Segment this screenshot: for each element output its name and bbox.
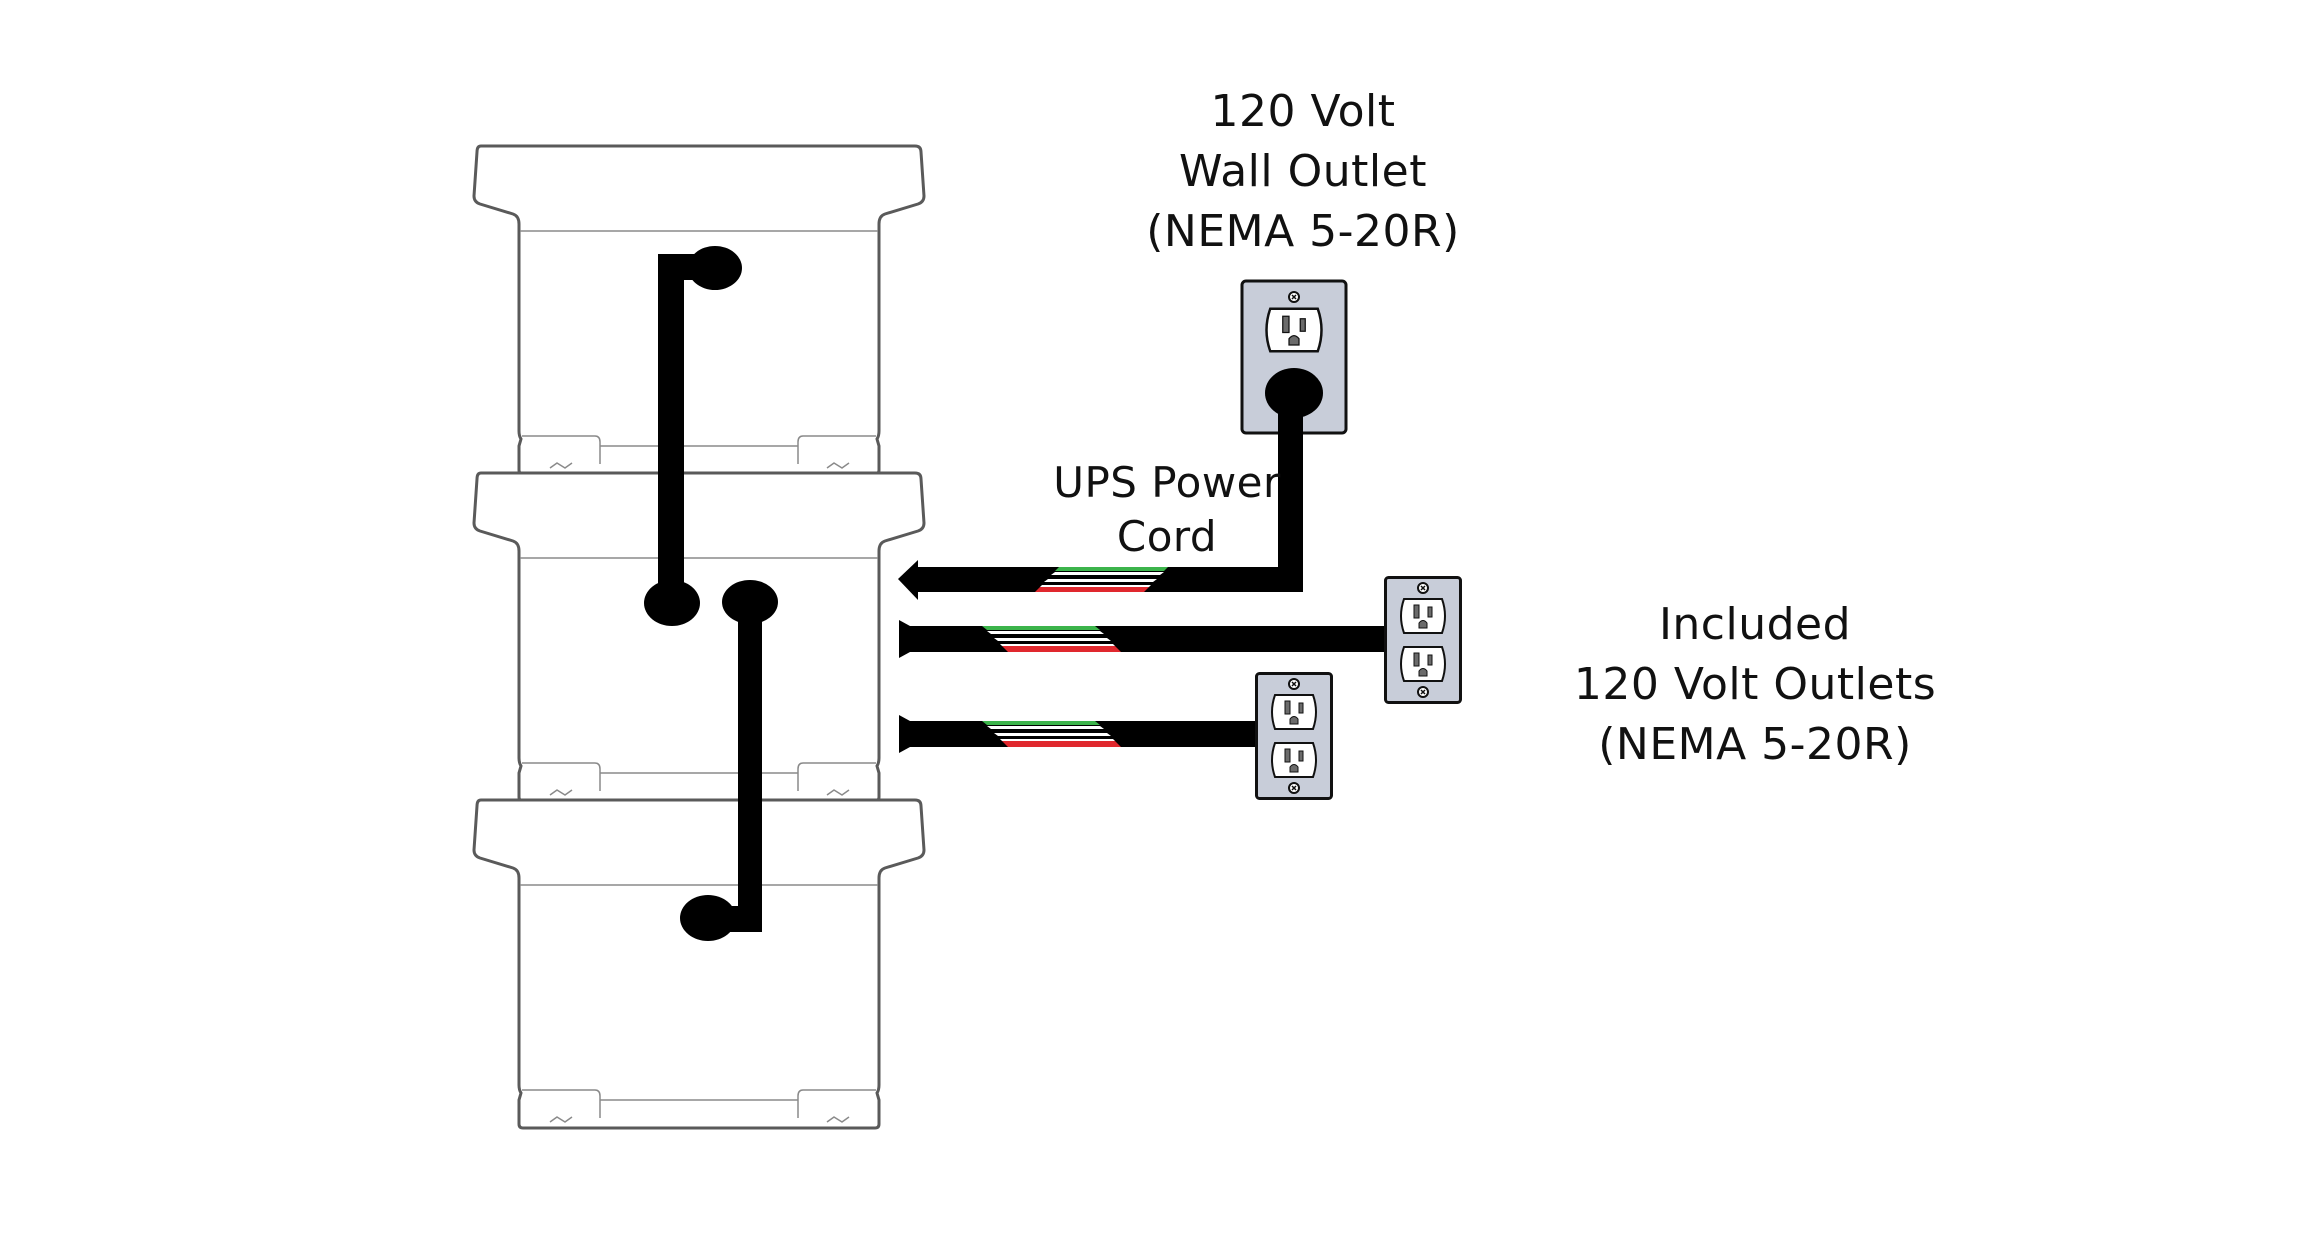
label-line: (NEMA 5-20R) [1598,719,1912,770]
arrow-head-icon [898,560,918,600]
ups-power-cord [898,368,1323,600]
cable-segment [738,602,762,932]
included-outlets-label: Included 120 Volt Outlets (NEMA 5-20R) [1574,595,1936,775]
label-line: UPS Power [1053,458,1281,507]
wall-outlet-label: 120 Volt Wall Outlet (NEMA 5-20R) [1146,82,1460,262]
cable-segment [905,626,1387,652]
label-line: (NEMA 5-20R) [1146,206,1460,257]
receptacle-icon [1265,307,1323,353]
output-cord-1 [899,620,1387,658]
label-line: Wall Outlet [1179,146,1427,197]
label-line: 120 Volt [1210,86,1396,137]
label-line: 120 Volt Outlets [1573,659,1937,710]
battery-unit-bottom [472,798,926,1130]
plug-connector [680,895,736,941]
cable-segment [1278,395,1303,592]
label-line: Included [1658,599,1852,650]
included-outlet-right [1386,578,1461,703]
plug-connector [644,580,700,626]
cable-segment [658,254,684,600]
screw-icon [1288,291,1300,303]
wire-stripes [1035,567,1168,592]
battery-unit-middle [472,471,926,803]
wire-stripes [982,626,1121,652]
output-cord-2 [899,715,1257,753]
battery-link-cable-upper [644,246,742,626]
label-line: Cord [1116,512,1218,561]
ups-power-cord-label: UPS Power Cord [1053,456,1281,564]
battery-unit-top [472,144,926,476]
included-outlet-lower [1257,674,1332,799]
battery-link-cable-lower [680,580,778,941]
plug-connector [688,246,742,290]
wire-stripes [982,721,1121,747]
